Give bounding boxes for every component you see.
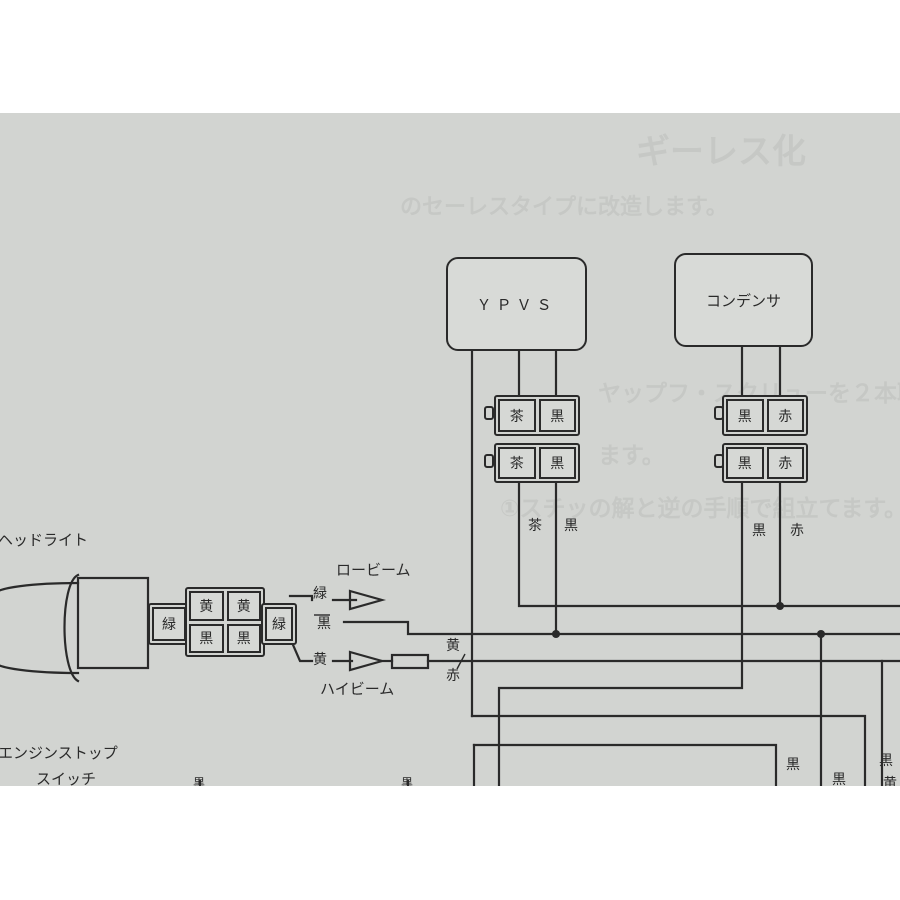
low-beam-label: ロービーム (336, 561, 411, 579)
wire-green (288, 594, 314, 602)
headlight-label: ヘッドライト (0, 531, 89, 549)
pin-red: 赤 (766, 399, 804, 432)
wire-label-black: 黒 (401, 776, 414, 786)
junction-dot (817, 630, 825, 638)
wire-label-yellow: 黄 (313, 652, 327, 668)
pin-black: 黒 (726, 399, 764, 432)
junction-dot (776, 602, 784, 610)
pin-black: 黒 (226, 623, 261, 653)
wire-black-main (342, 620, 900, 636)
condenser-unit: コンデンサ (674, 253, 813, 347)
pin-black: 黒 (538, 447, 576, 479)
ghost-line-4: ①スチッの解と逆の手順で組立てます。 (500, 496, 900, 522)
wire-label-green: 緑 (313, 586, 327, 602)
wire-label-black: 黒 (879, 753, 893, 769)
connector-head-left: 緑 (148, 603, 190, 645)
pin-black: 黒 (189, 623, 224, 653)
wire-label-black: 黒 (193, 776, 206, 786)
engine-stop-label: エンジンストップ (0, 744, 118, 762)
wire-label-black: 黒 (832, 772, 846, 786)
wire-label-black: 黒 (317, 616, 331, 632)
high-beam-label: ハイビーム (320, 680, 395, 698)
high-beam-arrow (348, 650, 387, 672)
pin-yellow: 黄 (226, 591, 261, 621)
wire-label-black: 黒 (564, 518, 578, 534)
ypvs-unit: ＹＰＶＳ (446, 257, 587, 351)
wire-ypvs-brown (517, 479, 900, 608)
connector-ypvs-lower: 茶 黒 (494, 443, 580, 483)
wire-label-brown: 茶 (528, 518, 542, 534)
ghost-heading: ギーレス化 (636, 132, 806, 172)
wire-label-red: 赤 (790, 523, 804, 539)
wire-cond-black (497, 479, 744, 786)
headlight-lens-edge (63, 573, 80, 683)
pin-red: 赤 (766, 447, 804, 479)
engine-stop-label-2: スイッチ (36, 770, 97, 787)
low-beam-arrow (348, 589, 387, 611)
pin-green: 緑 (265, 607, 293, 641)
wire-lower-loop (472, 743, 778, 786)
label-slashes (314, 614, 466, 670)
pin-brown: 茶 (498, 399, 536, 432)
pin-black: 黒 (538, 399, 576, 432)
connector-latch (484, 454, 494, 468)
ghost-line-2: ヤップフ・スクリューを２本取外し分解 (598, 381, 900, 407)
wire-label-yellow: 黄 (883, 776, 897, 786)
pin-black: 黒 (726, 447, 764, 479)
ghost-line-1: のセーレスタイプに改造します。 (400, 195, 728, 220)
wire-label-yellow: 黄 (446, 638, 460, 654)
wire-label-black: 黒 (752, 523, 766, 539)
pin-brown: 茶 (498, 447, 536, 479)
connector-ypvs-upper: 茶 黒 (494, 395, 580, 436)
connector-latch (484, 406, 494, 420)
wire-yellow (288, 636, 314, 663)
connector-head-right: 緑 (261, 603, 297, 645)
junction-dot (552, 630, 560, 638)
connector-cond-lower: 黒 赤 (722, 443, 808, 483)
wiring-lines (0, 345, 900, 786)
headlight-lens (0, 581, 80, 675)
pin-yellow: 黄 (189, 591, 224, 621)
ghost-line-3: ます。 (598, 443, 665, 469)
wire-label-black: 黒 (786, 757, 800, 773)
wire-label-red: 赤 (446, 668, 460, 684)
wire-bottom-right (470, 714, 867, 786)
diagram-sheet: ギーレス化 のセーレスタイプに改造します。 ヤップフ・スクリューを２本取外し分解… (0, 113, 900, 786)
connector-cond-upper: 黒 赤 (722, 395, 808, 436)
